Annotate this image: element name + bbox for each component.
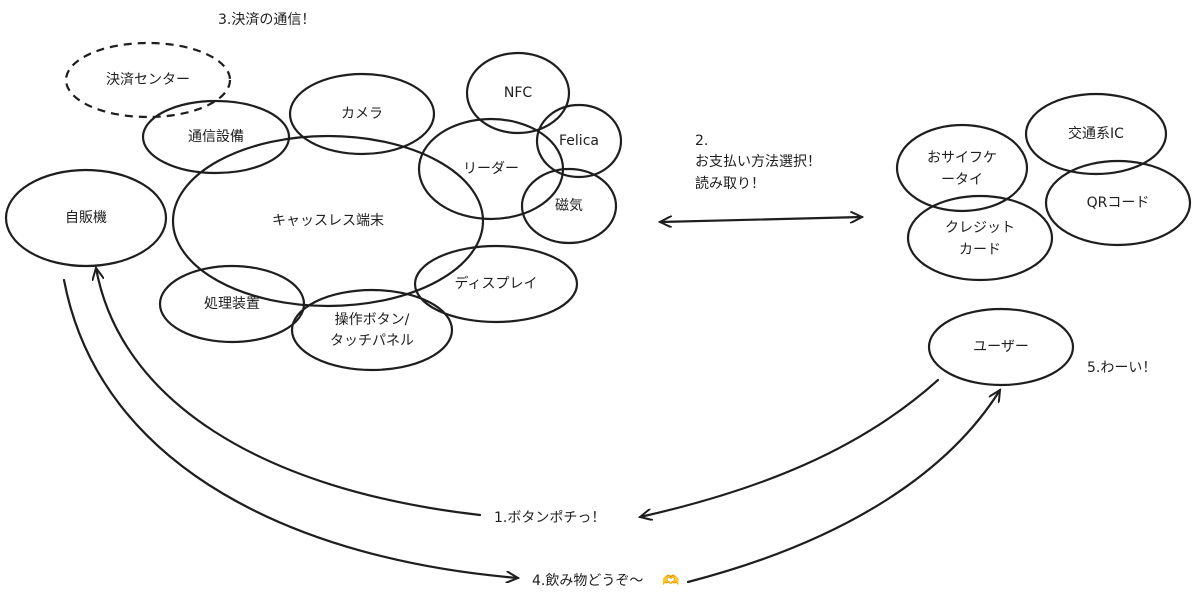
controls-label-line2: タッチパネル	[330, 333, 414, 349]
nfc-label: NFC	[504, 85, 533, 101]
step2-line1: お支払い方法選択！	[695, 154, 821, 170]
nfc-node	[465, 51, 571, 135]
vending-machine-label: 自販機	[65, 210, 107, 226]
heart-hands-icon: 🫶	[662, 573, 679, 589]
comm-equipment-label: 通信設備	[188, 129, 244, 145]
osaifu-label-line2: ータイ	[941, 172, 983, 188]
step3-label: 3.決済の通信！	[218, 12, 315, 28]
processor-node	[158, 264, 306, 344]
step1-label: 1.ボタンポチっ！	[494, 510, 605, 526]
display-label: ディスプレイ	[454, 275, 537, 292]
credit-label-line1: クレジット	[945, 220, 1015, 236]
osaifu-node	[895, 123, 1029, 213]
step2-line2: 読み取り！	[695, 175, 765, 192]
display-node	[413, 244, 579, 324]
osaifu-label-line1: おサイフケ	[927, 150, 997, 166]
transit-ic-node	[1024, 92, 1168, 176]
camera-label: カメラ	[341, 106, 383, 122]
controls-node	[290, 288, 454, 372]
payment-center-node	[64, 41, 232, 119]
arrow-user-button	[640, 378, 940, 517]
user-node	[927, 307, 1075, 387]
payment-center-label: 決済センター	[106, 72, 190, 88]
step5-label: 5.わーい！	[1087, 360, 1156, 376]
qr-code-label: QRコード	[1087, 195, 1150, 211]
reader-label: リーダー	[463, 161, 519, 177]
vending-machine-node	[4, 168, 168, 268]
credit-label-line2: カード	[959, 242, 1001, 258]
felica-label: Felica	[559, 133, 599, 149]
user-label: ユーザー	[973, 339, 1029, 355]
magnetic-node	[520, 167, 618, 245]
felica-node	[535, 103, 623, 179]
cashless-terminal-label: キャッスレス端末	[272, 213, 384, 229]
arrow-drink-out	[62, 278, 518, 578]
processor-label: 処理装置	[204, 296, 260, 312]
magnetic-label: 磁気	[555, 198, 583, 214]
credit-card-node	[906, 194, 1054, 282]
arrow-to-user	[686, 390, 1000, 584]
comm-equipment-node	[141, 99, 291, 175]
cashless-terminal-node	[171, 134, 485, 308]
qr-code-node	[1044, 159, 1192, 247]
step4-label: 4.飲み物どうぞ〜	[532, 573, 643, 589]
arrow-to-vending-machine	[96, 268, 482, 517]
double-arrow-payment-selection	[660, 217, 862, 222]
step2-number: 2.	[695, 133, 708, 149]
controls-label-line1: 操作ボタン/	[335, 312, 410, 328]
transit-ic-label: 交通系IC	[1068, 125, 1124, 142]
camera-node	[288, 72, 436, 156]
